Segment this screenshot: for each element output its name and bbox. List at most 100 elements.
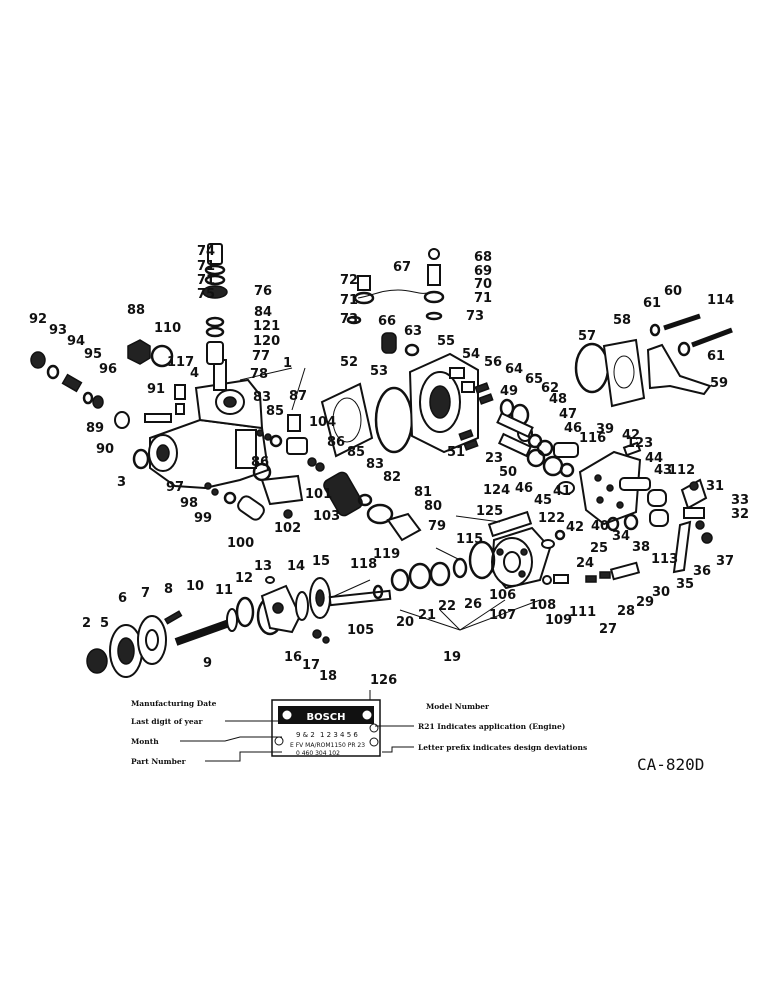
regulator-parts <box>252 414 422 542</box>
callout-7: 7 <box>141 586 150 601</box>
callout-107: 107 <box>489 608 516 623</box>
callout-89: 89 <box>86 421 104 436</box>
cover-plate-group <box>578 441 713 574</box>
callout-32: 32 <box>731 507 749 522</box>
callout-91: 91 <box>147 382 165 397</box>
callout-labels: 1 2 3 4 5 6 7 8 9 10 11 12 13 14 15 16 1… <box>29 244 749 688</box>
right-bracket-parts <box>574 313 733 408</box>
callout-78: 78 <box>250 367 268 382</box>
callout-60: 60 <box>664 284 682 299</box>
callout-49: 49 <box>500 384 518 399</box>
callout-16: 16 <box>284 650 302 665</box>
label-application: R21 Indicates application (Engine) <box>418 722 565 731</box>
label-part-number: Part Number <box>131 757 187 766</box>
callout-65: 65 <box>525 372 543 387</box>
callout-71c: 71 <box>340 293 358 308</box>
leader-lines <box>239 367 541 631</box>
nameplate: BOSCH 9 & 2 1 2 3 4 5 6 E FV MA/ROM1150 … <box>131 690 587 766</box>
callout-61a: 61 <box>643 296 661 311</box>
callout-9: 9 <box>203 656 212 671</box>
callout-105: 105 <box>347 623 374 638</box>
callout-74: 74 <box>197 244 215 259</box>
callout-90: 90 <box>96 442 114 457</box>
callout-126: 126 <box>370 673 397 688</box>
callout-18: 18 <box>319 669 337 684</box>
callout-8: 8 <box>164 582 173 597</box>
callout-40: 40 <box>591 519 609 534</box>
callout-2: 2 <box>82 616 91 631</box>
callout-97: 97 <box>166 480 184 495</box>
callout-122: 122 <box>538 511 565 526</box>
callout-4: 4 <box>190 366 199 381</box>
callout-52: 52 <box>340 355 358 370</box>
callout-1: 1 <box>283 356 292 371</box>
callout-87: 87 <box>289 389 307 404</box>
callout-88: 88 <box>127 303 145 318</box>
callout-75: 75 <box>197 287 215 302</box>
callout-29: 29 <box>636 595 654 610</box>
callout-55: 55 <box>437 334 455 349</box>
callout-54: 54 <box>462 347 480 362</box>
nameplate-model-line: E FV MA/ROM1150 PR 23 <box>290 742 365 749</box>
callout-46a: 46 <box>564 421 582 436</box>
label-last-digit-of-year: Last digit of year <box>131 717 204 726</box>
label-month: Month <box>131 737 159 746</box>
callout-96: 96 <box>99 362 117 377</box>
callout-79: 79 <box>428 519 446 534</box>
callout-19: 19 <box>443 650 461 665</box>
callout-71d: 71 <box>474 291 492 306</box>
label-model-number: Model Number <box>426 702 490 711</box>
callout-106: 106 <box>489 588 516 603</box>
callout-104: 104 <box>309 415 336 430</box>
callout-67: 67 <box>393 260 411 275</box>
callout-68: 68 <box>474 250 492 265</box>
drive-shaft-group <box>86 561 451 678</box>
callout-72: 72 <box>340 273 358 288</box>
label-design-deviations: Letter prefix indicates design deviation… <box>418 743 587 752</box>
callout-86b: 86 <box>327 435 345 450</box>
nameplate-digits-prefix: 9 & 2 <box>296 731 315 739</box>
callout-85b: 85 <box>347 445 365 460</box>
callout-118: 118 <box>350 557 377 572</box>
callout-59: 59 <box>710 376 728 391</box>
callout-73b: 73 <box>466 309 484 324</box>
callout-42b: 42 <box>566 520 584 535</box>
callout-84: 84 <box>254 305 272 320</box>
callout-42a: 42 <box>622 428 640 443</box>
callout-109: 109 <box>545 613 572 628</box>
callout-13: 13 <box>254 559 272 574</box>
callout-38: 38 <box>632 540 650 555</box>
callout-64: 64 <box>505 362 523 377</box>
callout-93: 93 <box>49 323 67 338</box>
callout-112: 112 <box>668 463 695 478</box>
callout-101: 101 <box>305 487 332 502</box>
callout-51: 51 <box>447 445 465 460</box>
nameplate-brand: BOSCH <box>306 712 345 723</box>
callout-12: 12 <box>235 571 253 586</box>
callout-33: 33 <box>731 493 749 508</box>
callout-6: 6 <box>118 591 127 606</box>
label-manufacturing-date: Manufacturing Date <box>131 699 217 708</box>
callout-73a: 73 <box>340 312 358 327</box>
callout-37: 37 <box>716 554 734 569</box>
callout-69: 69 <box>474 264 492 279</box>
callout-76: 76 <box>254 284 272 299</box>
callout-114: 114 <box>707 293 734 308</box>
callout-30: 30 <box>652 585 670 600</box>
callout-48: 48 <box>549 392 567 407</box>
callout-20: 20 <box>396 615 414 630</box>
callout-115: 115 <box>456 532 483 547</box>
callout-61b: 61 <box>707 349 725 364</box>
callout-15: 15 <box>312 554 330 569</box>
distributor-head <box>408 352 579 495</box>
callout-108: 108 <box>529 598 556 613</box>
callout-119: 119 <box>373 547 400 562</box>
callout-31: 31 <box>706 479 724 494</box>
callout-82: 82 <box>383 470 401 485</box>
callout-121: 121 <box>253 319 280 334</box>
callout-10: 10 <box>186 579 204 594</box>
callout-66: 66 <box>378 314 396 329</box>
pipe-fitting <box>346 248 445 357</box>
callout-71b: 71 <box>197 273 215 288</box>
